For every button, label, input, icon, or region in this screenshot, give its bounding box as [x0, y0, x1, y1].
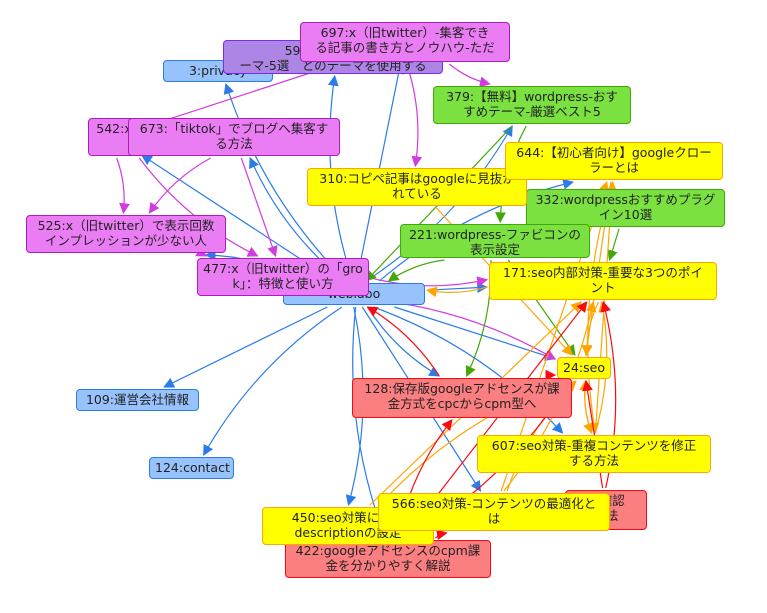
graph-node-128[interactable]: 128:保存版googleアドセンスが課金方式をcpcからcpm型へ	[352, 378, 572, 418]
node-label-line: れている	[392, 186, 442, 201]
node-label-line: ラーとは	[588, 160, 639, 175]
graph-node-525[interactable]: 525:x（旧twitter）で表示回数インプレッションが少ない人	[26, 215, 226, 253]
node-label-line: 644:【初心者向け】googleクロー	[516, 145, 712, 160]
graph-node-332[interactable]: 332:wordpressおすすめプラグイン10選	[526, 189, 725, 227]
node-label-line: 金方式をcpcからcpm型へ	[387, 396, 537, 411]
node-label-line: 24:seo	[563, 360, 605, 375]
edge-221-to-hub	[387, 259, 445, 282]
edge-673-to-477	[240, 157, 278, 258]
node-label-line: すめテーマ-厳選ベスト5	[463, 104, 601, 119]
node-label-line: 表示設定	[469, 242, 520, 257]
node-label-line: descriptionの設定	[294, 525, 402, 540]
node-label-line: 566:seo対策-コンテンツの最適化と	[391, 496, 597, 511]
node-label-line: 171:seo内部対策-重要な3つのポイ	[503, 265, 703, 280]
edge-542-to-477	[138, 157, 259, 257]
node-label-line: イン10選	[598, 207, 653, 222]
node-label-line: る方法	[215, 136, 253, 151]
edge-477-to-171	[370, 276, 489, 288]
edge-422-to-566	[435, 529, 448, 541]
node-label-line: 332:wordpressおすすめプラグ	[535, 192, 716, 207]
graph-node-310[interactable]: 310:コピペ記事はgoogleに見抜かれている	[307, 168, 527, 206]
node-label-line: k」：特徴と使い方	[232, 276, 334, 291]
edge-hub-to-124	[203, 306, 343, 456]
graph-node-422[interactable]: 422:googleアドセンスのcpm課金を分かりやすく解説	[285, 540, 491, 578]
graph-node-379[interactable]: 379:【無料】wordpress-おすすめテーマ-厳選ベスト5	[433, 86, 631, 124]
graph-node-24[interactable]: 24:seo	[557, 357, 611, 379]
node-label-line: 607:seo対策-重複コンテンツを修正	[491, 438, 697, 453]
edge-171-to-hub	[425, 286, 488, 298]
node-label-line: 673:「tiktok」でブログへ集客す	[139, 121, 329, 136]
edge-332-to-171	[607, 228, 620, 262]
node-label-line: 422:googleアドセンスのcpm課	[295, 543, 481, 558]
node-label-line: 109:運営会社情報	[85, 392, 190, 407]
graph-node-566[interactable]: 566:seo対策-コンテンツの最適化とは	[378, 493, 610, 531]
node-label-line: 450:seo対策に有効	[291, 510, 405, 525]
graph-node-644[interactable]: 644:【初心者向け】googleクローラーとは	[505, 142, 723, 180]
node-label-line: 124:contact	[155, 460, 230, 475]
node-label-line: 525:x（旧twitter）で表示回数	[37, 218, 215, 233]
node-label-line: インプレッションが少ない人	[44, 233, 208, 248]
edge-hub-to-24	[394, 306, 557, 361]
graph-node-124[interactable]: 124:contact	[149, 457, 234, 479]
edge-221-to-128	[465, 259, 492, 377]
node-label-line: ント	[590, 280, 616, 295]
edge-128-to-24	[545, 369, 557, 381]
node-label-line: 697:x（旧twitter）-集客でき	[320, 25, 490, 40]
node-label-line: する方法	[568, 453, 619, 468]
edge-542-to-525	[116, 157, 130, 215]
graph-node-221[interactable]: 221:wordpress-ファビコンの表示設定	[400, 224, 590, 258]
edge-697-to-310	[406, 63, 423, 168]
graph-node-171[interactable]: 171:seo内部対策-重要な3つのポイント	[489, 262, 717, 300]
edge-697-to-379	[448, 63, 491, 88]
edge-hub-to-379	[365, 125, 513, 282]
graph-node-109[interactable]: 109:運営会社情報	[76, 389, 199, 411]
node-label-line: 金を分かりやすく解説	[325, 558, 451, 573]
edge-673-to-525	[148, 157, 211, 214]
graph-node-607[interactable]: 607:seo対策-重複コンテンツを修正する方法	[477, 435, 711, 473]
edge-rconf-to-24	[582, 379, 604, 489]
edge-128-to-hub	[366, 306, 440, 377]
node-label-line: 542:x	[96, 121, 132, 136]
edge-hub-to-109	[163, 306, 328, 388]
node-label-line: 221:wordpress-ファビコンの	[409, 227, 581, 242]
node-label-line: 310:コピペ記事はgoogleに見抜か	[319, 171, 515, 186]
graph-node-673[interactable]: 673:「tiktok」でブログへ集客する方法	[128, 118, 340, 156]
node-label-line: は	[487, 511, 501, 526]
node-label-line: る記事の書き方とノウハウ-ただ	[315, 40, 495, 55]
node-label-line: 379:【無料】wordpress-おす	[446, 89, 618, 104]
node-label-line: 477:x（旧twitter）の「gro	[203, 261, 363, 276]
edge-525-to-477	[195, 246, 208, 257]
node-label-line: 128:保存版googleアドセンスが課	[364, 381, 560, 396]
graph-node-697[interactable]: 697:x（旧twitter）-集客できる記事の書き方とノウハウ-ただ	[300, 22, 510, 62]
